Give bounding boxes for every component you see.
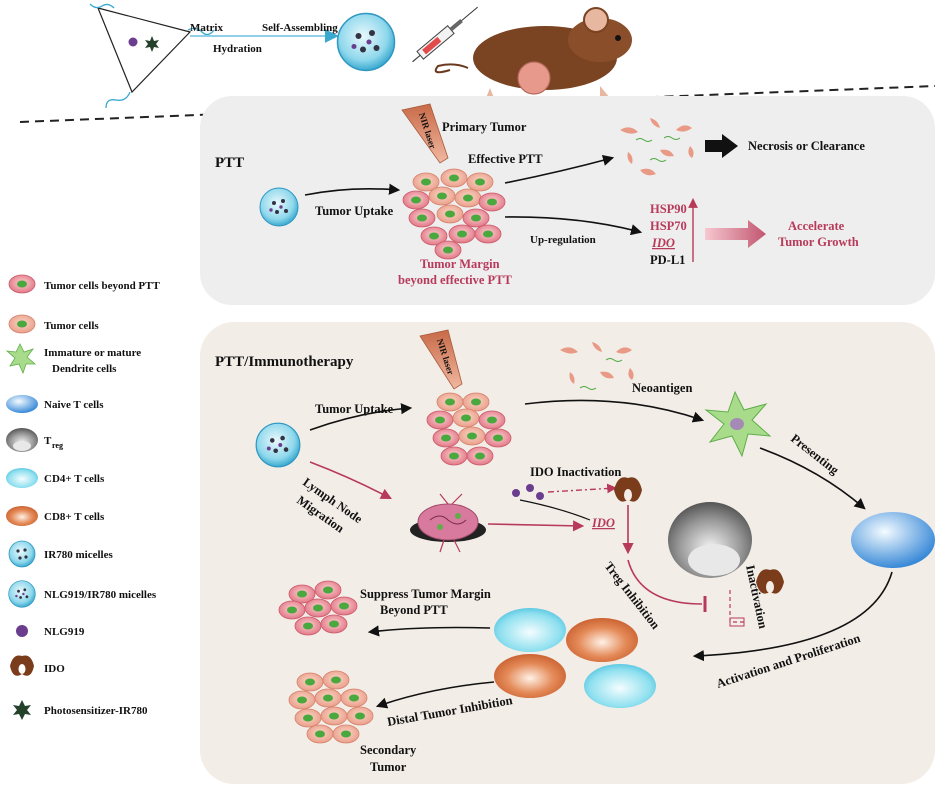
ir780-micelle-icon xyxy=(8,540,36,568)
micelle-schematic xyxy=(89,3,215,109)
legend-label-8: NLG919/IR780 micelles xyxy=(44,589,157,601)
ir780-micelle-icon xyxy=(259,187,299,227)
lymph-node-arrow xyxy=(309,461,392,500)
hydration-label: Hydration xyxy=(213,43,262,55)
nir-laser-icon-2: NIR laser xyxy=(419,329,463,390)
tumor-uptake-label-2: Tumor Uptake xyxy=(315,402,394,416)
marker-ido: IDO xyxy=(651,236,675,250)
accelerate-label-1: Accelerate xyxy=(788,219,845,233)
necrosis-label: Necrosis or Clearance xyxy=(748,139,865,153)
marker-hsp70: HSP70 xyxy=(650,219,687,233)
effective-ptt-arrow xyxy=(504,154,615,184)
immunotherapy-panel xyxy=(200,322,935,784)
nlg919-icon xyxy=(16,625,28,637)
distal-arrow xyxy=(375,681,495,709)
legend-label-10: IDO xyxy=(44,663,65,675)
neoantigen-arrow xyxy=(524,399,705,423)
naive-t-cell-icon xyxy=(6,395,38,413)
cd4-t-cell-icon xyxy=(6,468,38,488)
ido-icon xyxy=(10,655,34,676)
legend-label-4-sub: reg xyxy=(52,441,63,450)
cd8-t-cell-2 xyxy=(494,654,566,698)
nlg919-ir780-micelle-icon xyxy=(8,580,36,608)
legend-label-2: Immature or mature xyxy=(44,347,141,359)
legend: Tumor cells beyond PTT Tumor cells Immat… xyxy=(5,274,160,720)
suppress-arrow xyxy=(367,625,491,637)
legend-label-2b: Dendrite cells xyxy=(52,363,117,375)
accelerate-arrow xyxy=(705,220,766,248)
photosensitizer-icon xyxy=(145,36,159,52)
primary-tumor-label: Primary Tumor xyxy=(442,120,527,134)
uptake-arrow-2 xyxy=(309,403,413,431)
effective-ptt-label: Effective PTT xyxy=(468,152,543,166)
secondary-label-2: Tumor xyxy=(370,760,407,774)
tumor-uptake-label: Tumor Uptake xyxy=(315,204,394,218)
suppress-label-2: Beyond PTT xyxy=(380,603,448,617)
tumor-cell-icon xyxy=(8,314,36,334)
cd8-t-cell-icon xyxy=(6,506,38,526)
cd4-t-cell-2 xyxy=(584,664,656,708)
legend-label-4: T xyxy=(44,435,52,447)
suppress-label-1: Suppress Tumor Margin xyxy=(360,587,491,601)
legend-label-6: CD8+ T cells xyxy=(44,511,105,523)
nlg919-icon xyxy=(128,37,138,47)
mouse-icon xyxy=(434,7,632,98)
lymph-node xyxy=(410,493,486,553)
tumor-debris xyxy=(620,118,694,176)
legend-label-11: Photosensitizer-IR780 xyxy=(44,705,148,717)
necrosis-arrow xyxy=(705,134,738,158)
dendritic-cell-icon xyxy=(5,343,37,375)
legend-label-9: NLG919 xyxy=(44,626,85,638)
lymph-to-ido-arrow xyxy=(487,520,585,532)
ido-inactivation-arrow xyxy=(547,483,617,494)
marker-list: HSP90 HSP70 IDO PD-L1 xyxy=(650,198,698,267)
tumor-margin-label-1: Tumor Margin xyxy=(420,257,500,271)
marker-hsp90: HSP90 xyxy=(650,202,687,216)
up-regulation-label: Up-regulation xyxy=(530,234,596,246)
cd4-t-cell-1 xyxy=(494,608,566,652)
treg-icon xyxy=(6,428,38,452)
ptt-panel xyxy=(200,96,935,305)
ido-label: IDO xyxy=(591,516,615,530)
photosensitizer-icon xyxy=(13,700,31,720)
ptt-title: PTT xyxy=(215,155,244,171)
nlg919-ir780-micelle xyxy=(255,422,301,468)
presenting-arrow xyxy=(759,447,866,510)
uptake-link xyxy=(519,499,591,521)
neoantigen-label: Neoantigen xyxy=(632,381,692,395)
tumor-debris-2 xyxy=(560,342,634,390)
tumor-margin-label-2: beyond effective PTT xyxy=(398,273,513,287)
legend-label-1: Tumor cells xyxy=(44,320,99,332)
self-assembling-label: Self-Assembling xyxy=(262,22,338,34)
naive-t-cell xyxy=(851,512,935,568)
immunotherapy-title: PTT/Immunotherapy xyxy=(215,354,354,370)
matrix-label: Matrix xyxy=(190,22,223,34)
legend-label-5: CD4+ T cells xyxy=(44,473,105,485)
secondary-label-1: Secondary xyxy=(360,743,417,757)
nlg919-ir780-micelle-icon xyxy=(336,12,396,72)
legend-label-7: IR780 micelles xyxy=(44,549,113,561)
activation-arrow xyxy=(692,571,893,662)
treg-cell xyxy=(668,502,752,578)
legend-label-0: Tumor cells beyond PTT xyxy=(44,280,160,292)
ido-inactivation-label: IDO Inactivation xyxy=(530,465,621,479)
treg-inhibition-line xyxy=(627,559,703,605)
tumor-cell-beyond-icon xyxy=(8,274,36,294)
up-regulation-arrow xyxy=(504,216,643,236)
marker-pdl1: PD-L1 xyxy=(650,253,685,267)
syringe-icon xyxy=(412,6,478,63)
cd8-t-cell-1 xyxy=(566,618,638,662)
dendritic-cell xyxy=(704,390,772,458)
legend-label-3: Naive T cells xyxy=(44,399,104,411)
accelerate-label-2: Tumor Growth xyxy=(778,235,859,249)
uptake-arrow xyxy=(304,183,401,196)
